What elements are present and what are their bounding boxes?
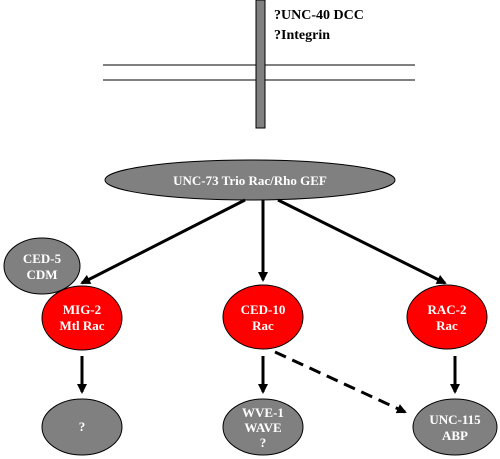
arrow-gef-to-rac2 — [277, 198, 447, 285]
gef-node — [104, 159, 396, 201]
unknown-node — [41, 398, 123, 456]
mig2-label-1: MIG-2 — [63, 302, 101, 317]
wve1-label-2: WAVE — [244, 420, 281, 435]
unc115-node — [412, 398, 498, 456]
rac2-label-2: Rac — [436, 318, 458, 333]
receptor-label-2: ?Integrin — [274, 28, 330, 43]
gef-label: UNC-73 Trio Rac/Rho GEF — [173, 173, 327, 188]
ced5-label-1: CED-5 — [23, 251, 62, 266]
rac2-node — [406, 284, 488, 350]
unc115-label-1: UNC-115 — [429, 412, 481, 427]
mig2-label-2: Mtl Rac — [59, 318, 104, 333]
arrow-ced10-to-unc115-dashed — [274, 350, 407, 414]
rac2-label-1: RAC-2 — [428, 302, 467, 317]
ced5-node — [3, 237, 81, 295]
receptor-bar — [255, 0, 266, 129]
unc115-label-2: ABP — [442, 428, 468, 443]
arrow-gef-to-mig2 — [80, 198, 246, 285]
receptor-label-1: ?UNC-40 DCC — [274, 8, 364, 23]
ced5-label-2: CDM — [26, 267, 57, 282]
unknown-label: ? — [79, 419, 86, 434]
ced10-label-2: Rac — [252, 318, 274, 333]
ced10-node — [222, 284, 304, 350]
ced10-label-1: CED-10 — [241, 302, 286, 317]
wve1-label-3: ? — [260, 435, 267, 450]
wve1-node — [222, 398, 304, 456]
wve1-label-1: WVE-1 — [242, 405, 284, 420]
mig2-node — [41, 285, 123, 351]
